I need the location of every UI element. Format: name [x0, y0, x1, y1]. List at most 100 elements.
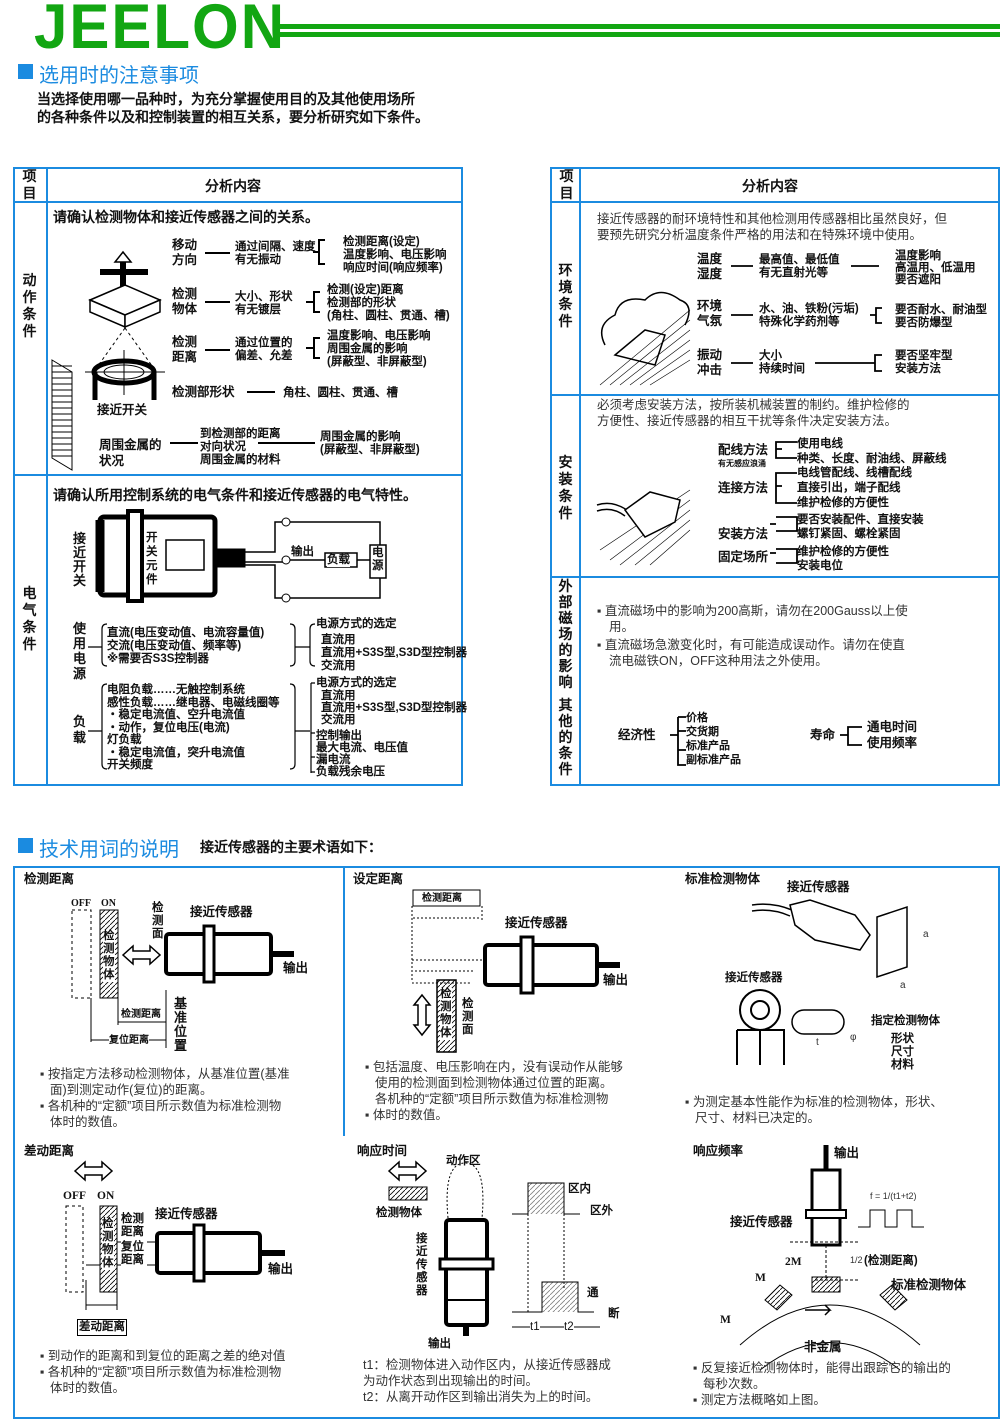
life-items: 通电时间使用频率: [867, 720, 918, 750]
dist-label: 检测距离: [422, 892, 462, 905]
load-right-title: 电源方式的选定: [316, 677, 397, 689]
env-paragraph: 接近传感器的耐环境特性和其他检测用传感器相比虽然良好，但要预先研究分析温度条件严…: [597, 212, 948, 242]
load-row-label: 负载: [73, 714, 87, 745]
spec-items: 形状尺寸材料: [891, 1033, 914, 1071]
cond-label: 检测物体: [172, 287, 198, 316]
cond-right: 温度影响、电压影响周围金属的影响(屏蔽型、非屏蔽型): [327, 330, 431, 368]
connect-items: 直接引出，端子配线维护检修的方便性: [797, 482, 901, 509]
output-label: 输出: [283, 961, 309, 976]
output-label: 输出: [834, 1146, 860, 1160]
reset-label: 复位距离: [121, 1241, 147, 1267]
operation-diagram: [51, 239, 325, 471]
operation-heading: 请确认检测物体和接近传感器之间的关系。: [53, 209, 319, 225]
term-notes: t1：检测物体进入动作区内，从接近传感器成为动作状态到出现输出的时间。t2：从离…: [363, 1358, 611, 1404]
divider: [550, 201, 1000, 203]
row-label-environment: 环境条件: [558, 262, 573, 329]
bracket-lines: [88, 623, 316, 773]
output-label: 输出: [268, 1262, 294, 1277]
cond-label: 检测距离: [172, 335, 198, 364]
install-paragraph: 必须考虑安装方法，按所装机械装置的制约。维护检修的方便性、接近传感器的相互干扰等…: [597, 398, 910, 428]
electrical-heading: 请确认所用控制系统的电气条件和接近传感器的电气特性。: [53, 487, 417, 503]
term-title: 响应时间: [357, 1144, 408, 1158]
cond-mid: 通过间隔、速度有无振动: [235, 241, 316, 266]
dim-a: a: [900, 980, 906, 991]
m-label: M: [755, 1272, 766, 1284]
supply-label: 使用电源: [73, 621, 87, 681]
in-label: 区内: [568, 1183, 591, 1195]
zone-label: 动作区: [446, 1155, 481, 1167]
term-notes: ▪ 为测定基本性能作为标准的检测物体，形状、尺寸、材料已决定的。: [685, 1095, 943, 1125]
dist-label: 检测距离: [121, 1213, 147, 1239]
off-label: OFF: [63, 1190, 86, 1202]
nonmetal-label: 非金属: [804, 1340, 842, 1354]
cond-mid: 通过位置的偏差、允差: [235, 337, 293, 362]
magnet-bullet: ▪ 直流磁场中的影响为200高斯，请勿在200Gauss以上使用。: [597, 604, 908, 634]
section-title-terms: 技术用词的说明: [39, 839, 179, 861]
section-marker: [18, 64, 33, 79]
header-content: 分析内容: [205, 178, 261, 194]
dist-label: (检测距离): [864, 1255, 918, 1267]
term-title: 检测距离: [24, 872, 75, 886]
divider: [579, 167, 581, 786]
magnet-bullet: ▪ 直流磁场急激变化时，有可能造成误动作。请勿在使直流电磁铁ON，OFF这种用法…: [597, 638, 905, 668]
row-label-operation: 动作条件: [22, 272, 37, 339]
t1-label: t1: [530, 1321, 540, 1334]
term-notes: ▪ 反复接近检测物体时，能得出跟踪它的输出的每秒次数。▪ 测定方法概略如上图。: [693, 1361, 951, 1407]
object-label: 检测物体: [440, 988, 452, 1040]
out-label: 区外: [590, 1205, 613, 1217]
section-marker: [18, 838, 33, 853]
env-label: 环境气氛: [697, 299, 723, 328]
diff-label: 差动距离: [77, 1319, 127, 1336]
left-table: [13, 167, 463, 786]
load-right2: 控制输出最大电流、电压值漏电流负载残余电压: [316, 730, 408, 778]
cond-label: 移动方向: [172, 238, 198, 267]
circuit-diagram: [95, 509, 387, 603]
half: 1/2: [850, 1252, 863, 1268]
divider: [46, 167, 48, 786]
env-label: 温度湿度: [697, 252, 723, 281]
supply-right-title: 电源方式的选定: [316, 618, 397, 630]
env-mid: 水、油、铁粉(污垢)特殊化学药剂等: [759, 303, 859, 328]
cond-mid: 到检测部的距离对向状况周围金属的材料: [200, 428, 281, 466]
wiring-label: 配线方法: [718, 443, 769, 457]
header-rule-top: [273, 24, 1000, 29]
face-label: 检测面: [152, 902, 164, 941]
life-label: 寿命: [810, 728, 836, 742]
wiring-items: 使用电线种类、长度、耐油线、屏蔽线电线管配线、线槽配线: [797, 438, 947, 479]
std-object-label: 标准检测物体: [891, 1278, 967, 1292]
header-item: 项目: [22, 168, 37, 201]
sensor-label: 接近传感器: [190, 905, 253, 919]
object-label: 检测物体: [103, 930, 115, 982]
mount-label: 安装方法: [718, 527, 769, 541]
term-title: 设定距离: [353, 872, 404, 886]
dim-t: t: [816, 1037, 819, 1048]
supply-right: 直流用直流用+S3S型,S3D型控制器交流用: [321, 634, 468, 672]
load-items: 电阻负载……无触控制系统感性负载……继电器、电磁线圈等・稳定电流值、空升电流值・…: [107, 684, 280, 771]
spec-label: 指定检测物体: [871, 1015, 940, 1027]
term-notes: ▪ 包括温度、电压影响在内，没有误动作从能够使用的检测面到检测物体通过位置的距离…: [365, 1060, 623, 1122]
env-right: 要否坚牢型安装方法: [895, 350, 953, 375]
output-label: 输出: [603, 973, 629, 988]
divider: [550, 394, 1000, 396]
formula: f = 1/(t1+t2): [870, 1191, 917, 1201]
sensor-label: 接近传感器: [505, 916, 568, 930]
term-title: 标准检测物体: [685, 872, 761, 886]
t2-label: t2: [564, 1321, 574, 1334]
power-label: 电源: [372, 547, 384, 573]
intro-line: 当选择使用哪一品种时，为充分掌握使用目的及其他使用场所: [37, 91, 415, 107]
cond-right: 检测(设定)距离检测部的形状(角柱、圆柱、贯通、槽): [327, 284, 450, 322]
env-mid: 最高值、最低值有无直射光等: [759, 254, 840, 279]
output-label: 输出: [428, 1338, 451, 1350]
load-label: 负载: [327, 554, 350, 567]
cond-label: 检测部形状: [172, 385, 235, 399]
off-label: OFF: [71, 898, 91, 909]
sensor-label: 接近传感器: [725, 972, 783, 984]
row-label-magnetic: 外部磁场的影响: [558, 578, 573, 690]
header-rule-bottom: [273, 32, 1000, 37]
mount-items: 要否安装配件、直接安装螺钉紧固、螺栓紧固: [797, 514, 924, 540]
term-notes: ▪ 到动作的距离和到复位的距离之差的绝对值▪ 各机种的“定额”项目所示数值为标准…: [40, 1349, 286, 1395]
divider: [13, 474, 463, 476]
dim-a: a: [923, 929, 929, 940]
cond-mid: 大小、形状有无镀层: [235, 291, 293, 316]
place-items: 维护检修的方便性安装电位: [797, 546, 889, 572]
